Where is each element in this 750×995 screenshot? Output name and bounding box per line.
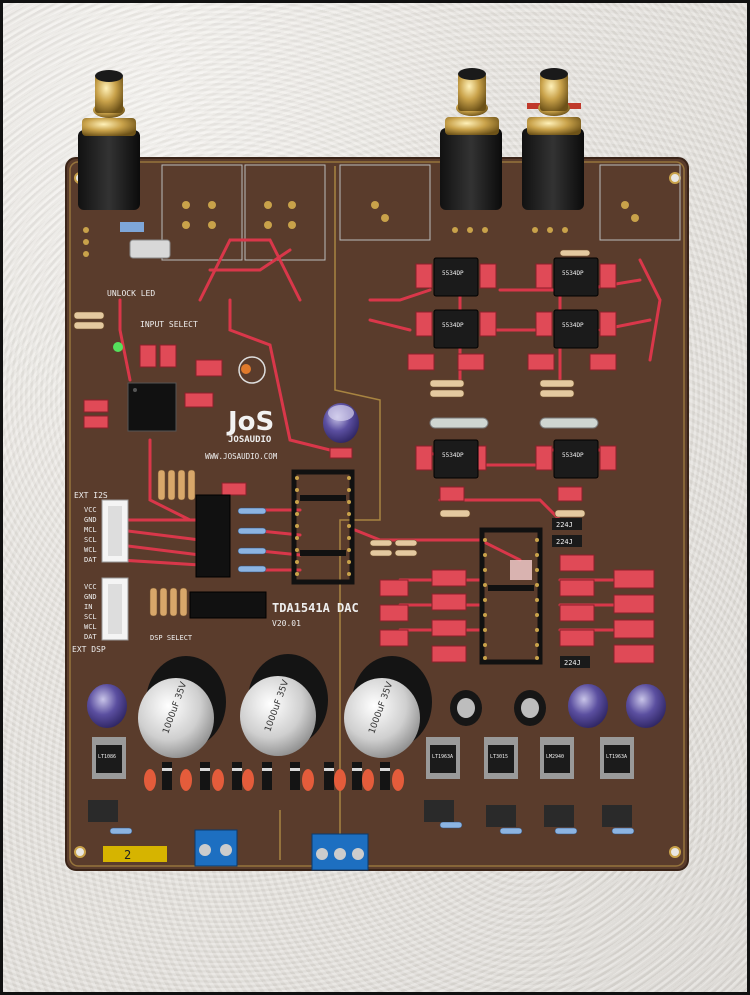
dip-chip-dsp <box>189 591 267 619</box>
dip-chip-u8 <box>195 494 231 578</box>
dsp-pin-0: VCC <box>84 583 97 591</box>
dsp-pin-3: SCL <box>84 613 97 621</box>
dsp-pin-1: GND <box>84 593 97 601</box>
brand-text: JOSAUDIO <box>228 435 272 445</box>
svg-text:5534DP: 5534DP <box>442 322 464 329</box>
big-capacitor-2: 1000uF 35V <box>240 654 328 756</box>
rectifier-diodes <box>144 762 404 791</box>
ic-socket-tda1541a <box>479 527 543 665</box>
label-ext-i2s: EXT I2S <box>74 491 108 500</box>
ic-socket-28 <box>291 469 355 585</box>
header-ext-i2s <box>101 499 129 563</box>
ldo-pads <box>88 800 632 827</box>
qfp-chip <box>127 382 177 432</box>
resistor-array <box>73 249 635 835</box>
svg-text:5534DP: 5534DP <box>562 452 584 459</box>
blue-capacitors <box>87 684 666 728</box>
dsp-pin-5: DAT <box>84 633 97 641</box>
svg-text:5534DP: 5534DP <box>562 270 584 277</box>
i2s-pin-2: MCL <box>84 526 97 534</box>
i2s-pin-1: GND <box>84 516 97 524</box>
i2s-pin-0: VCC <box>84 506 97 514</box>
regulator-label-4: LM2940 <box>546 754 564 760</box>
regulator-label-3: LT3015 <box>490 754 508 760</box>
brand-url: WWW.JOSAUDIO.COM <box>205 452 278 461</box>
label-input-select: INPUT SELECT <box>140 320 198 329</box>
regulator-label-1: LT1086 <box>98 754 116 760</box>
cap-code-2: 224J <box>556 538 573 546</box>
header-ext-dsp <box>101 577 129 641</box>
big-capacitor-3: 1000uF 35V <box>344 656 432 758</box>
version-label: V20.01 <box>272 619 301 628</box>
black-capacitors <box>450 690 546 726</box>
regulator-label-5: LT1963A <box>606 754 627 760</box>
rca-jack-middle <box>440 68 502 210</box>
svg-text:5534DP: 5534DP <box>442 452 464 459</box>
voltage-regulators: LT1086 LT1963A LT3015 LM2940 LT1963A <box>92 737 634 779</box>
terminal-block-left <box>194 829 238 867</box>
model-label: TDA1541A DAC <box>272 601 359 615</box>
rca-jack-left <box>78 70 140 210</box>
regulator-label-2: LT1963A <box>432 754 453 760</box>
svg-text:5534DP: 5534DP <box>562 322 584 329</box>
ident-label: 2 <box>124 848 131 862</box>
dsp-pin-2: IN <box>84 603 92 611</box>
josaudio-logo: JoS <box>226 407 274 437</box>
svg-text:JoS: JoS <box>226 407 274 437</box>
cap-code-3: 224J <box>564 659 581 667</box>
svg-text:5534DP: 5534DP <box>442 270 464 277</box>
label-unlock-led: UNLOCK LED <box>107 289 155 298</box>
capacitor-blue-top <box>323 403 359 443</box>
cap-code-1: 224J <box>556 521 573 529</box>
label-ext-dsp: EXT DSP <box>72 645 106 654</box>
big-capacitor-1: 1000uF 35V <box>138 656 226 758</box>
i2s-pin-3: SCL <box>84 536 97 544</box>
film-capacitors <box>83 263 655 664</box>
rca-jack-right <box>522 68 584 210</box>
dsp-pin-4: WCL <box>84 623 97 631</box>
label-dsp-select: DSP SELECT <box>150 634 193 642</box>
unlock-led <box>113 342 123 352</box>
opamp-chips: 5534DP 5534DP 5534DP 5534DP 5534DP 5534DP <box>433 257 599 479</box>
terminal-block-right <box>311 833 369 871</box>
i2s-pin-4: WCL <box>84 546 97 554</box>
ident-box <box>103 846 167 862</box>
i2s-pin-5: DAT <box>84 556 97 564</box>
